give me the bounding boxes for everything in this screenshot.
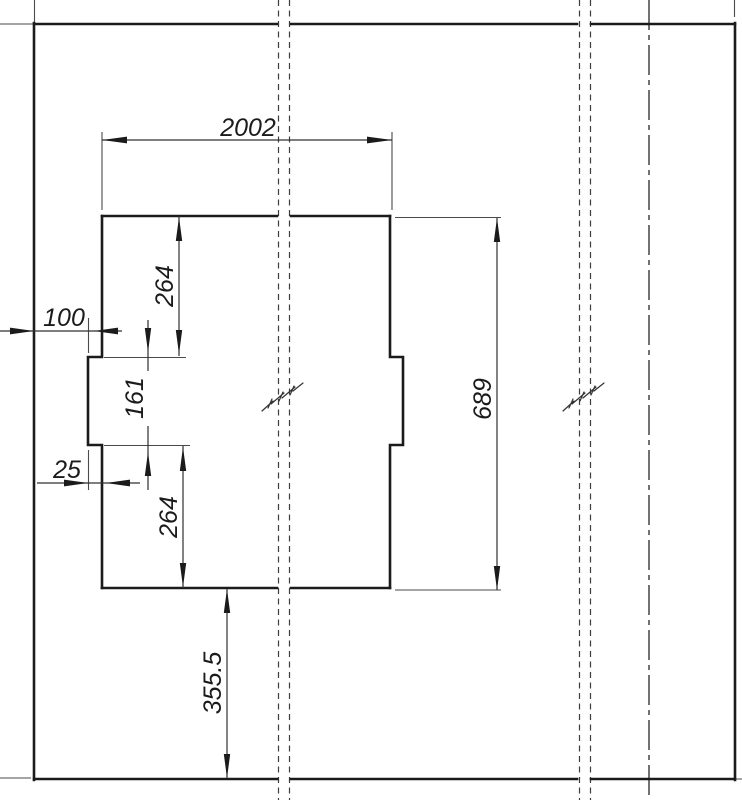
dimension-label-161: 161 (121, 377, 149, 419)
dimension-lower-edge: 264 (155, 446, 187, 588)
fold-line-pair-left (277, 0, 291, 800)
dimension-label-25: 25 (52, 456, 81, 484)
dimension-label-264-lower: 264 (155, 496, 183, 539)
outer-panel-outline (32, 21, 737, 782)
break-mark-right (562, 382, 605, 412)
dimension-top-width: 2002 (102, 114, 392, 144)
fold-line-pair-right (578, 0, 592, 800)
dimension-label-2002: 2002 (219, 114, 276, 142)
extension-lines (87, 132, 501, 591)
edge-extension-stubs (0, 0, 742, 780)
dimension-label-100: 100 (43, 304, 85, 332)
inner-cutout-outline (86, 214, 405, 590)
dimension-label-689: 689 (469, 378, 497, 420)
break-mark-left (261, 382, 304, 412)
dimension-upper-edge: 264 (151, 216, 183, 356)
dimension-notch-depth: 25 (37, 456, 140, 487)
dimension-left-offset: 100 (0, 304, 122, 335)
dimension-right-height: 689 (469, 218, 501, 590)
dimension-label-264-upper: 264 (151, 265, 179, 308)
dimension-notch-height: 161 (121, 320, 152, 490)
dimension-bottom-offset: 355.5 (199, 589, 231, 778)
dimension-label-355-5: 355.5 (199, 652, 227, 715)
